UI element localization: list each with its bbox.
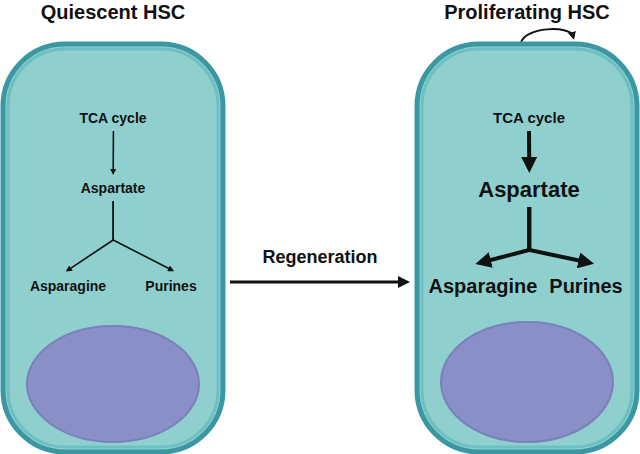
metabolite-label: Asparagine	[30, 278, 106, 295]
edge-label: Regeneration	[262, 246, 377, 268]
metabolite-label: Asparagine	[429, 274, 538, 298]
self-renewal-arrow	[521, 29, 573, 43]
metabolite-node: Aspartate	[474, 175, 584, 205]
pathway-arrow	[230, 281, 404, 284]
cell-membrane-inner	[422, 49, 632, 447]
cell-outline: TCA cycleAspartateAsparagine Purines Proli…	[414, 0, 640, 454]
metabolite-node: Asparagine	[26, 275, 111, 297]
edge-label-box: Regeneration	[259, 245, 380, 269]
cell-membrane-inner	[8, 49, 218, 447]
metabolite-label: Aspartate	[478, 177, 579, 203]
metabolite-node: TCA cycle	[75, 107, 151, 129]
cell-shape	[414, 0, 640, 454]
cell-outline: TCA cycleAspartateAsparagine Purines Quies…	[0, 0, 226, 454]
cell-membrane	[3, 44, 223, 452]
cell-title: Quiescent HSC	[0, 0, 226, 24]
metabolite-label: Purines	[549, 274, 622, 298]
metabolite-node: Asparagine	[425, 272, 542, 300]
metabolite-label: Aspartate	[81, 180, 146, 197]
metabolite-node: Aspartate	[77, 177, 150, 199]
metabolite-node: Purines	[141, 275, 201, 297]
metabolite-label: TCA cycle	[79, 110, 146, 127]
metabolite-node: Purines	[545, 272, 627, 300]
nucleus	[441, 322, 613, 442]
cell-shape	[0, 0, 226, 454]
metabolite-node: TCA cycle	[489, 107, 569, 129]
metabolite-label: TCA cycle	[493, 109, 565, 127]
metabolite-label: Purines	[145, 278, 196, 295]
cell-title: Proliferating HSC	[414, 0, 640, 24]
nucleus	[27, 326, 199, 442]
cell-membrane	[417, 44, 637, 452]
